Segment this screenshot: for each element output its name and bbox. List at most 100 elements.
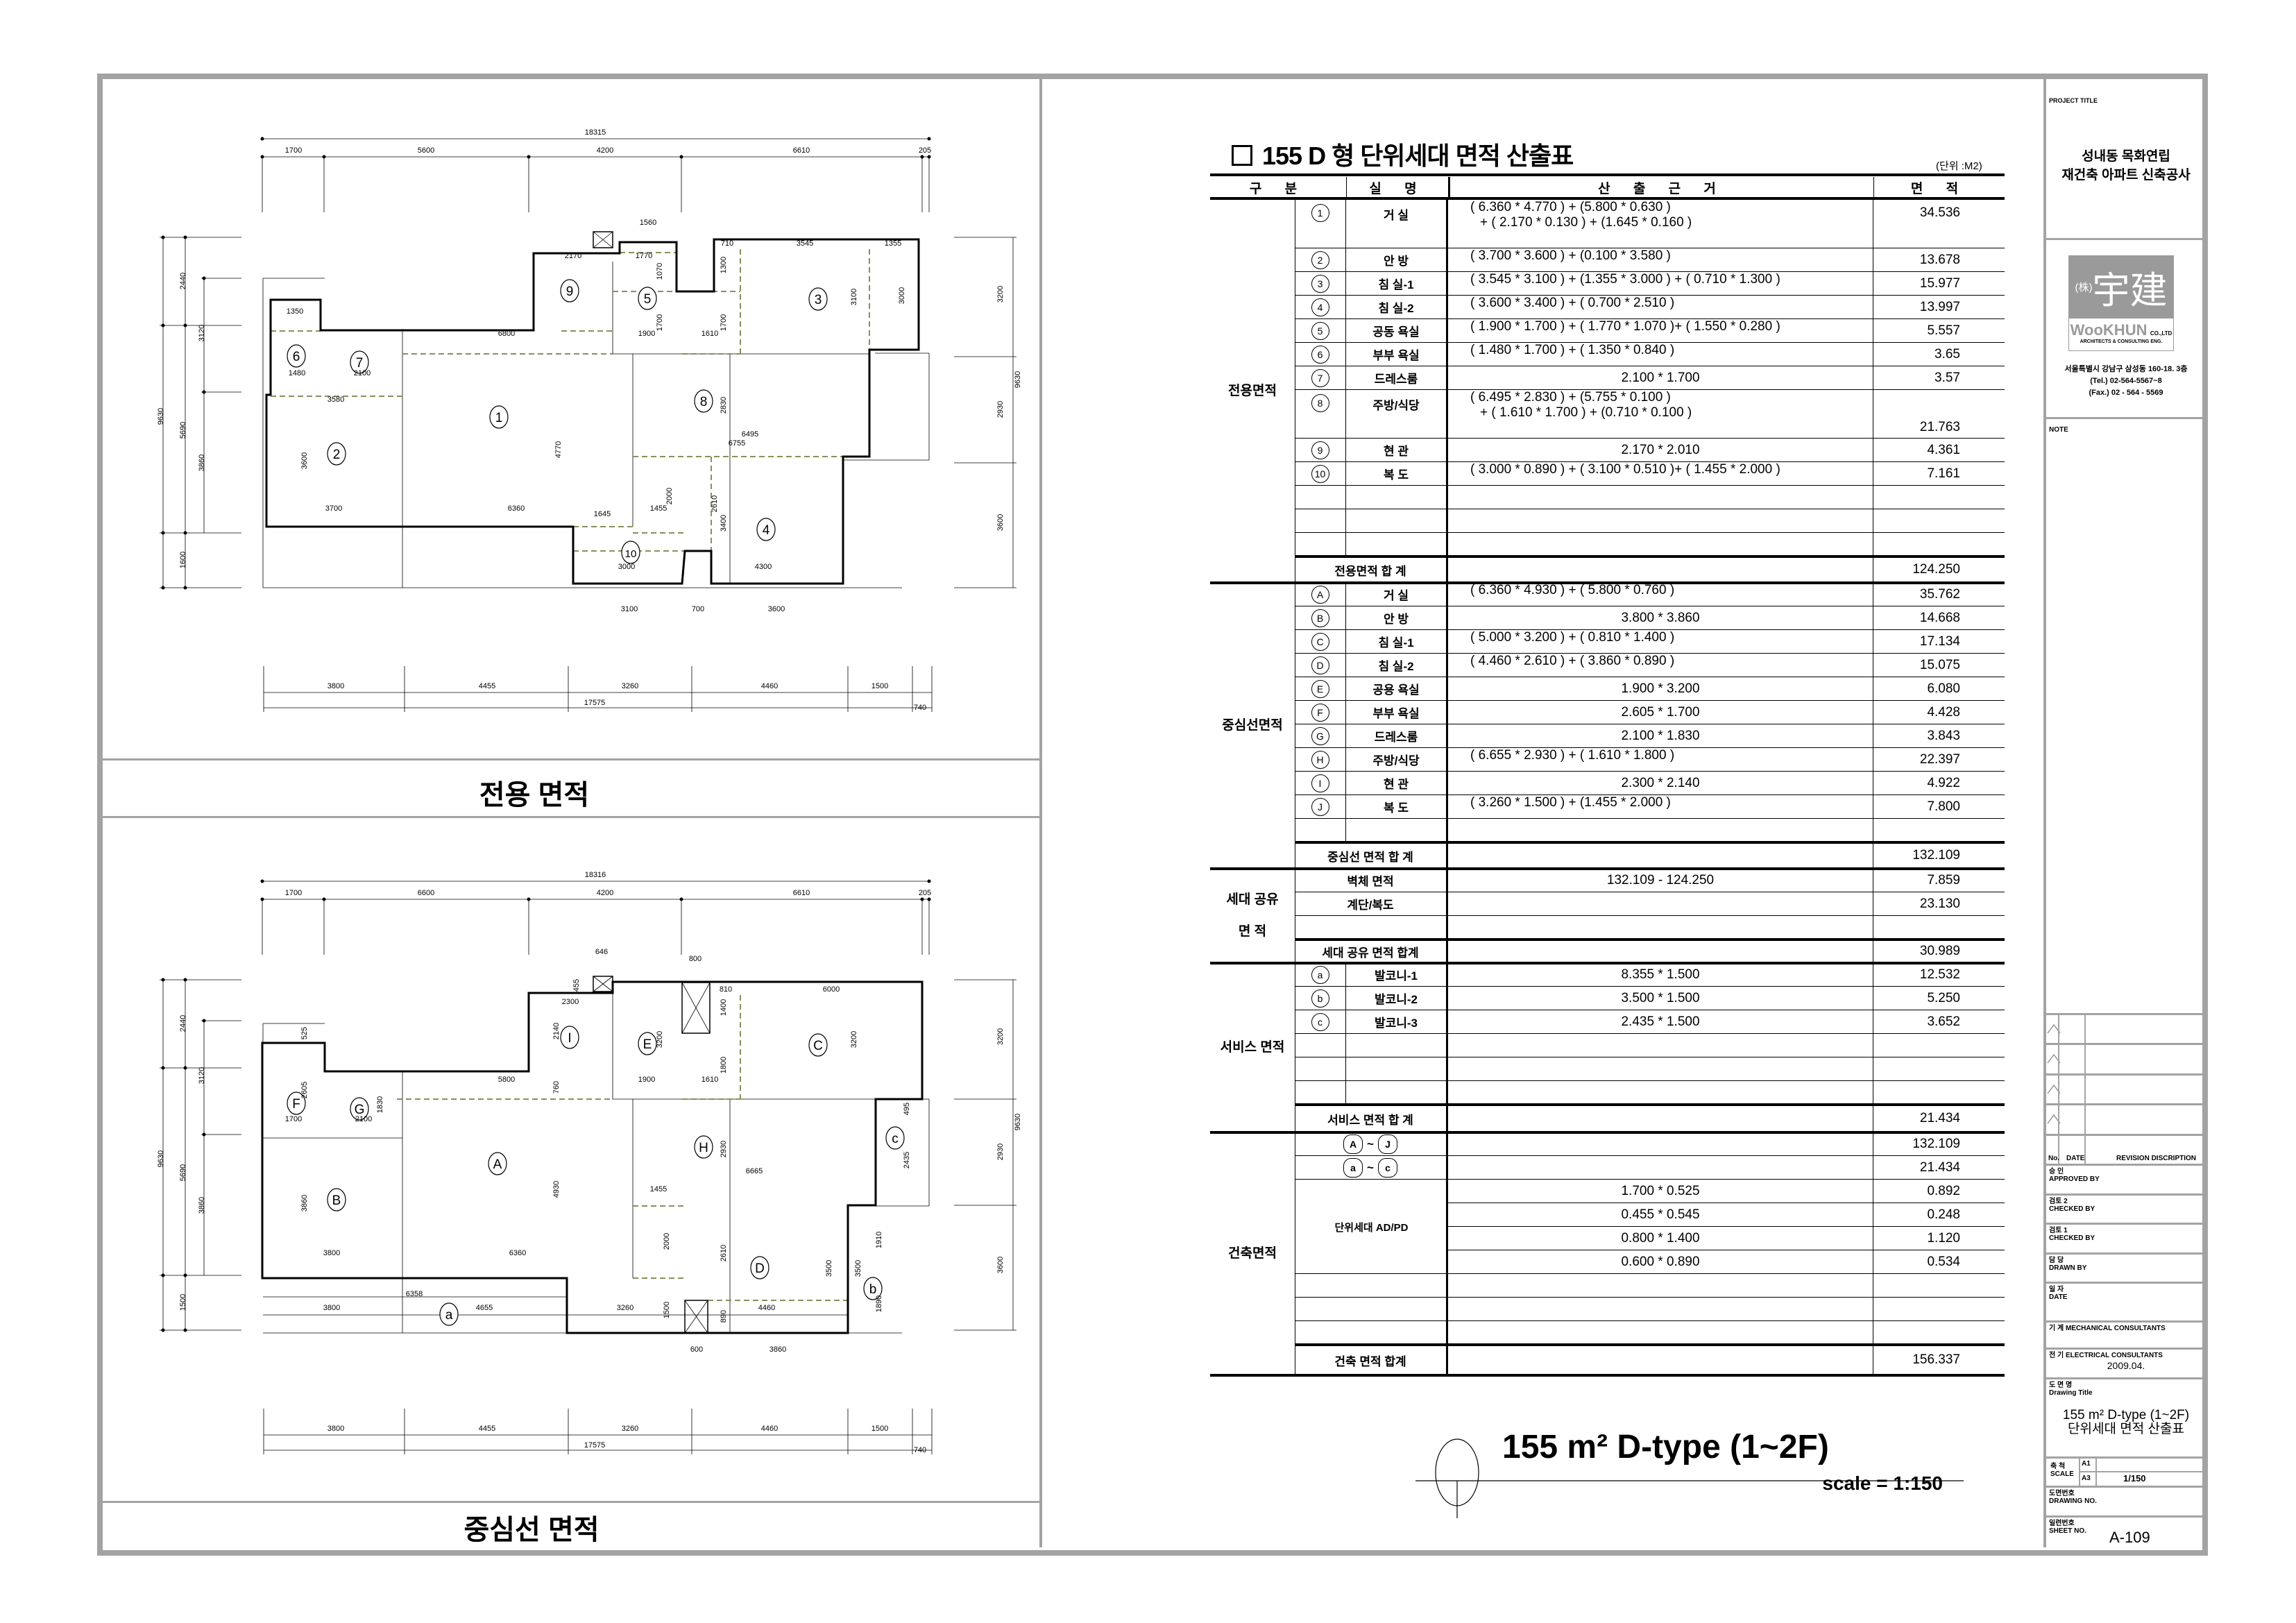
- calculation-basis: ( 3.700 * 3.600 ) + (0.100 * 3.580 ): [1448, 248, 1873, 271]
- circled-marker: H: [1311, 750, 1329, 769]
- dimension-dot: [202, 390, 206, 394]
- tb-row-rule: [2046, 1134, 2203, 1136]
- dimension-label: 1700: [656, 314, 664, 331]
- dimension-dot: [183, 531, 187, 535]
- marker-cell: c: [1295, 1010, 1346, 1033]
- circled-marker: J: [1311, 797, 1329, 816]
- calculation-basis: 2.100 * 1.830: [1448, 724, 1873, 747]
- wall-outline: [261, 980, 924, 1334]
- dimension-label: 810: [720, 985, 732, 994]
- section-label-line: 면 적: [1238, 924, 1267, 939]
- dimension-dot: [927, 879, 931, 883]
- dimension-label: 1610: [701, 1076, 718, 1084]
- circled-marker: 5: [1311, 321, 1329, 340]
- calculation-basis: ( 6.495 * 2.830 ) + (5.755 * 0.100 )+ ( …: [1448, 390, 1873, 438]
- room-marker-circle: [638, 1032, 657, 1055]
- circled-marker: 6: [1311, 345, 1329, 364]
- subtotal-rule: [1295, 555, 2005, 558]
- room-name: [1346, 1081, 1448, 1104]
- header-bottom-rule: [1210, 197, 2005, 200]
- dimension-label: 2140: [552, 1023, 561, 1039]
- tb-date-ko: 일 자: [2049, 1286, 2064, 1293]
- marker-cell: [1295, 1081, 1346, 1104]
- circled-marker: 3: [1311, 274, 1329, 293]
- dimension-label: 3580: [328, 396, 344, 404]
- tb-row-rule: [2046, 1043, 2203, 1045]
- dimension-dot: [927, 137, 931, 141]
- dimension-label: 1900: [638, 1076, 655, 1084]
- basis-line: + ( 2.170 * 0.130 ) + (1.645 * 0.160 ): [1480, 215, 1692, 230]
- room-name: 복 도: [1346, 795, 1448, 818]
- circled-marker: c: [1311, 1012, 1329, 1031]
- dimension-label: 4460: [761, 682, 778, 690]
- basis-line: ( 3.600 * 3.400 ) + ( 0.700 * 2.510 ): [1470, 296, 1675, 310]
- dimension-label: 740: [914, 1446, 926, 1454]
- room-name: 발코니-3: [1346, 1010, 1448, 1033]
- basis-line: 0.455 * 0.545: [1621, 1207, 1700, 1222]
- total-label: 중심선 면적 합 계: [1295, 842, 1448, 869]
- table-title: 155 D 형 단위세대 면적 산출표: [1232, 136, 1574, 172]
- dimension-label: 740: [914, 704, 926, 712]
- section-rule: [1210, 1131, 2005, 1134]
- tb-row-rule: [2046, 1515, 2203, 1518]
- circled-marker: 7: [1311, 368, 1329, 387]
- area-value: 14.668: [1919, 610, 1960, 625]
- marker-cell: 2: [1295, 248, 1346, 271]
- basis-line: 2.435 * 1.500: [1621, 1014, 1700, 1029]
- calculation-basis: 3.800 * 3.860: [1448, 606, 1873, 629]
- total-basis: [1448, 842, 1873, 869]
- table-row-empty: [1295, 819, 2005, 842]
- shaft-cross: [684, 1300, 708, 1334]
- room-name: [1346, 1034, 1448, 1057]
- tb-checked1-ko: 검토 1: [2049, 1227, 2068, 1234]
- circled-marker: 4: [1311, 298, 1329, 316]
- dimension-label: 1770: [636, 252, 652, 260]
- circled-marker: E: [1311, 679, 1329, 698]
- calculation-basis: ( 3.545 * 3.100 ) + (1.355 * 3.000 ) + (…: [1448, 272, 1873, 295]
- dimension-label: 3800: [323, 1304, 340, 1312]
- marker-cell: 6: [1295, 343, 1346, 366]
- dimension-label: 2610: [720, 1245, 728, 1261]
- calculation-basis: ( 3.000 * 0.890 ) + ( 3.100 * 0.510 )+ (…: [1448, 462, 1873, 485]
- revision-desc-header: REVISION DISCRIPTION: [2116, 1155, 2197, 1162]
- dimension-dot: [161, 323, 165, 328]
- dimension-label: 3120: [198, 325, 206, 341]
- dimension-dot: [260, 879, 264, 883]
- dimension-label: 3700: [325, 504, 342, 513]
- company-logo-en: WooKHUN CO.,LTD ARCHITECTS & CONSULTING …: [2068, 318, 2174, 351]
- room-name: 침 실-1: [1346, 630, 1448, 653]
- room-marker-circle: [350, 1097, 369, 1121]
- dimension-label: 2170: [565, 252, 581, 260]
- dimension-label: 3100: [850, 289, 858, 305]
- dimension-label: 9630: [157, 408, 165, 425]
- tb-drawing-no-ko: 도면번호: [2049, 1490, 2075, 1497]
- calculation-basis: 132.109 - 124.250: [1448, 869, 1873, 892]
- room-name: 거 실: [1346, 583, 1448, 606]
- section-label-line: 세대 공유: [1226, 892, 1279, 907]
- project-name-line1: 성내동 목화연립: [2082, 149, 2170, 164]
- section-label: 중심선면적: [1210, 583, 1295, 869]
- total-label: 건축 면적 합계: [1295, 1345, 1448, 1375]
- area-value: [1873, 1298, 2005, 1320]
- dimension-dot: [183, 1328, 187, 1332]
- dimension-label: 1355: [885, 239, 901, 248]
- calculation-basis: [1448, 916, 1873, 939]
- company-fax: (Fax.) 02 - 564 - 5569: [2089, 389, 2163, 397]
- dimension-label: 9630: [1014, 1114, 1022, 1130]
- room-name: [1295, 1321, 1448, 1344]
- caption-exclusive-area: 전용 면적: [479, 780, 590, 810]
- dimension-label: 3800: [328, 1425, 344, 1433]
- room-name: [1295, 916, 1448, 939]
- room-marker-label: H: [699, 1141, 708, 1155]
- dimension-dot: [920, 155, 924, 159]
- room-marker-label: A: [493, 1157, 502, 1172]
- room-name: 드레스룸: [1346, 366, 1448, 389]
